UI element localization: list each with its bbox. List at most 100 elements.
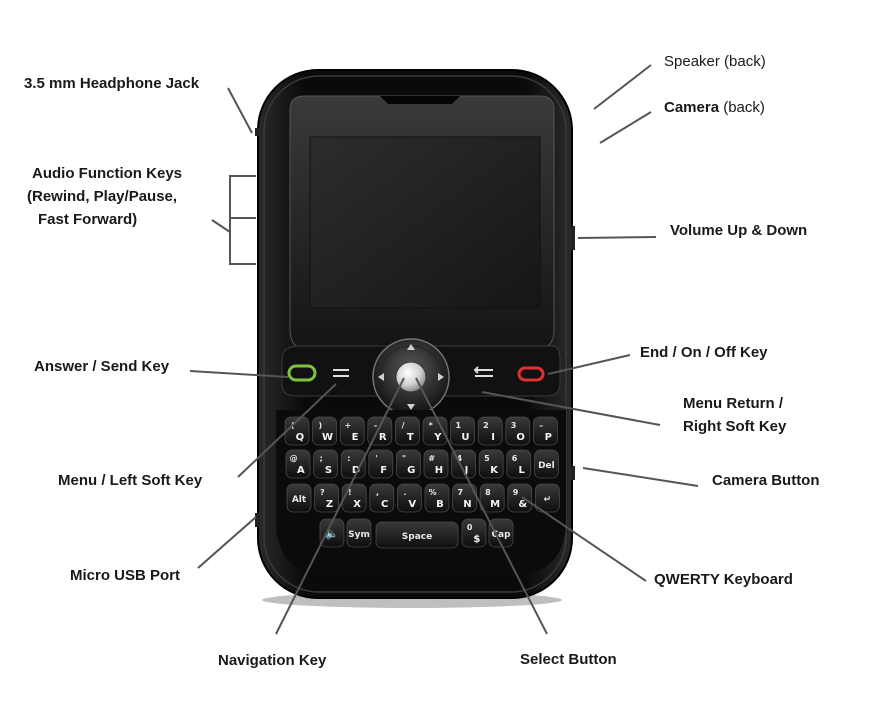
label-answer-send-key: Answer / Send Key	[34, 358, 170, 375]
keyboard-key[interactable]: 6L	[506, 449, 532, 479]
key-cap	[488, 518, 514, 548]
send-key[interactable]	[287, 364, 317, 382]
keyboard-key[interactable]: #H	[423, 449, 449, 479]
return-arrow-icon[interactable]	[473, 366, 493, 377]
label-qwerty-keyboard: QWERTY Keyboard	[654, 571, 793, 588]
key-cap	[478, 449, 504, 479]
key-primary-label: T	[407, 432, 414, 443]
key-secondary-label: -	[374, 421, 377, 430]
key-secondary-label: 6	[512, 454, 518, 463]
key-secondary-label: 8	[485, 488, 491, 497]
key-cap	[368, 449, 394, 479]
label-volume: Volume Up & Down	[670, 222, 808, 239]
label-audio-function-keys: Audio Function Keys (Rewind, Play/Pause,…	[27, 162, 182, 231]
key-secondary-label: .	[404, 488, 407, 497]
key-cap	[375, 521, 459, 549]
label-camera-button: Camera Button	[712, 472, 820, 489]
key-primary-label: N	[463, 499, 471, 510]
label-camera: Camera (back)	[664, 98, 765, 118]
key-secondary-label: )	[318, 421, 322, 430]
key-cap	[396, 483, 422, 513]
keyboard-key[interactable]: Alt	[286, 483, 312, 513]
cap-key[interactable]: Cap	[488, 518, 514, 548]
key-cap	[313, 449, 339, 479]
speaker-key[interactable]	[319, 518, 345, 548]
key-primary-label: L	[518, 465, 525, 476]
earpiece-speaker	[380, 96, 460, 104]
key-secondary-label: #	[428, 454, 435, 463]
keyboard-key[interactable]: 8M	[479, 483, 505, 513]
keyboard-key[interactable]: 3O	[505, 416, 531, 446]
end-key[interactable]	[517, 366, 545, 382]
menu-lines-icon[interactable]	[333, 369, 349, 377]
nav-left-arrow-icon	[378, 373, 384, 381]
keyboard-key[interactable]: –P	[533, 416, 558, 446]
key-primary-label: O	[516, 432, 525, 443]
keyboard-key[interactable]: ↵	[535, 483, 560, 513]
keyboard-key[interactable]: "G	[395, 449, 421, 479]
keyboard-key[interactable]: 9&	[507, 483, 533, 513]
label-micro-usb-port: Micro USB Port	[70, 567, 181, 584]
key-secondary-label: '	[375, 454, 377, 463]
key-secondary-label: 7	[457, 488, 463, 497]
keyboard-key[interactable]: ?Z	[314, 483, 340, 513]
key-primary-label: Y	[433, 432, 442, 443]
key-primary-label: K	[490, 465, 499, 476]
key-cap	[284, 416, 310, 446]
keyboard-key[interactable]: :D	[340, 449, 366, 479]
keyboard-key[interactable]: ,C	[369, 483, 395, 513]
key-cap	[534, 449, 559, 479]
key-primary-label: I	[491, 432, 495, 443]
keyboard-key[interactable]: /T	[394, 416, 420, 446]
key-primary-label: G	[407, 465, 415, 476]
keyboard-key[interactable]: Del	[534, 449, 559, 479]
nav-up-arrow-icon	[407, 344, 415, 350]
label-audio-line3: Fast Forward)	[38, 211, 138, 228]
keyboard-key[interactable]: !X	[341, 483, 367, 513]
key-primary-label: V	[408, 499, 416, 510]
micro-usb-port	[255, 513, 259, 527]
key-secondary-label: +	[345, 421, 352, 430]
key-secondary-label: Alt	[292, 495, 307, 505]
key-secondary-label: ,	[376, 488, 379, 497]
key-secondary-label: %	[429, 488, 437, 497]
keyboard-key[interactable]: )W	[312, 416, 338, 446]
key-primary-label: F	[380, 465, 387, 476]
key-primary-label: W	[322, 432, 333, 443]
keyboard-key[interactable]: 4J	[451, 449, 477, 479]
keyboard-key[interactable]: 5K	[478, 449, 504, 479]
keyboard-key[interactable]: 2I	[477, 416, 503, 446]
keyboard-key[interactable]: %B	[424, 483, 450, 513]
key-cap	[507, 483, 533, 513]
key-primary-label: H	[435, 465, 443, 476]
space-key[interactable]: Space	[375, 521, 459, 549]
key-secondary-label: @	[290, 454, 298, 463]
key-primary-label: X	[353, 499, 361, 510]
key-secondary-label: Del	[538, 461, 555, 471]
key-cap	[424, 483, 450, 513]
keyboard-key[interactable]: ;S	[313, 449, 339, 479]
key-cap	[451, 449, 477, 479]
keyboard-key[interactable]: 1U	[450, 416, 476, 446]
key-primary-label: $	[473, 534, 480, 545]
key-primary-label: P	[545, 432, 552, 443]
keyboard-key[interactable]: 'F	[368, 449, 394, 479]
key-cap	[346, 518, 372, 548]
key-primary-label: C	[381, 499, 388, 510]
sym-key[interactable]: Sym	[346, 518, 372, 548]
key-secondary-label: "	[402, 454, 406, 463]
key-primary-label: S	[325, 465, 332, 476]
key-primary-label: M	[490, 499, 500, 510]
zero-dollar-key[interactable]: 0$	[461, 518, 487, 548]
key-cap	[314, 483, 340, 513]
keyboard-key[interactable]: @A	[285, 449, 311, 479]
key-cap	[369, 483, 395, 513]
keyboard-key[interactable]: .V	[396, 483, 422, 513]
label-camera-note: (back)	[723, 99, 765, 116]
key-cap	[423, 449, 449, 479]
volume-rocker	[571, 226, 575, 250]
keyboard-key[interactable]: -R	[367, 416, 393, 446]
keyboard-key[interactable]: *Y	[422, 416, 448, 446]
keyboard-key[interactable]: +E	[339, 416, 365, 446]
label-audio-line1: Audio Function Keys	[32, 165, 182, 182]
